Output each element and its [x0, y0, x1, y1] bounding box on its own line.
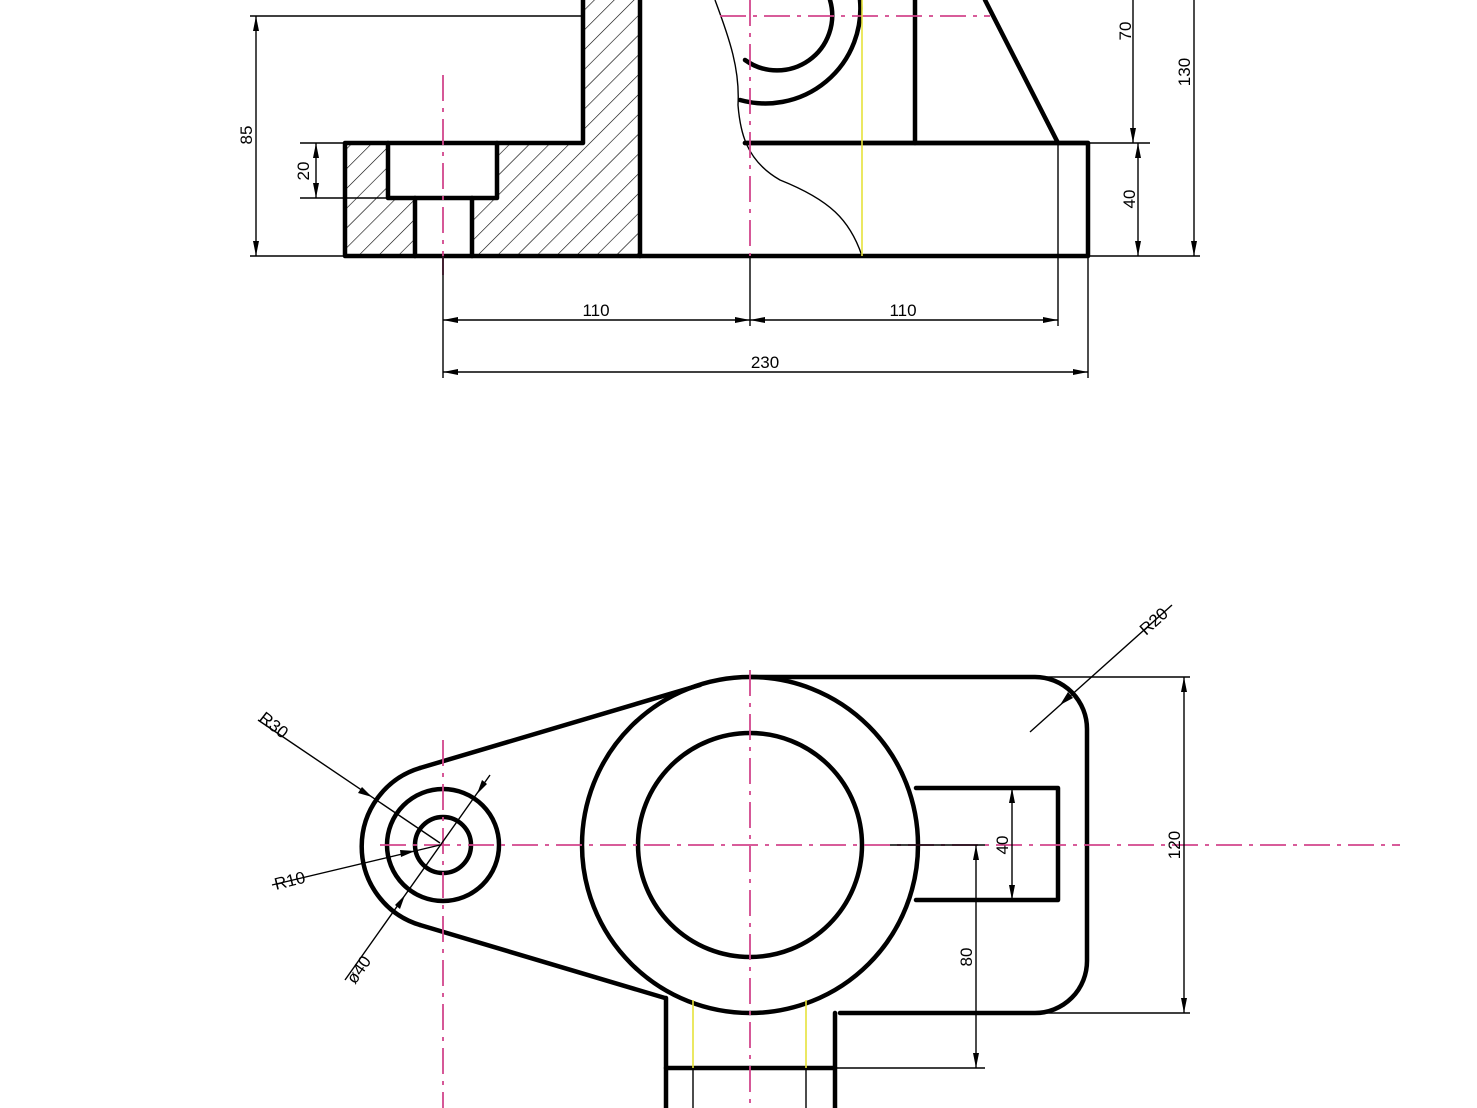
dim-110-right: 110	[889, 301, 916, 320]
dim-230: 230	[751, 353, 779, 372]
break-line	[714, 0, 863, 257]
top-view-outline	[359, 674, 1090, 1108]
dim-110-left: 110	[582, 301, 609, 320]
dim-80: 80	[957, 948, 976, 967]
front-dimension-texts: 110 110 230 85 20 70 130 40	[237, 22, 1194, 372]
dim-85: 85	[237, 126, 256, 145]
front-dimension-lines	[253, 0, 1197, 375]
top-dimension-lines	[257, 604, 1187, 1068]
top-view: R30 R10 ø40 R20 40 120 80	[256, 604, 1400, 1108]
dim-120: 120	[1165, 831, 1184, 859]
top-extension-lines	[835, 676, 1190, 1069]
front-view: 110 110 230 85 20 70 130 40	[237, 0, 1200, 378]
dim-130: 130	[1175, 58, 1194, 86]
dim-20: 20	[294, 162, 313, 181]
front-extension-lines	[250, 15, 1200, 378]
dim-40-slot: 40	[993, 836, 1012, 855]
dim-40-front: 40	[1120, 190, 1139, 209]
top-construction-lines	[692, 1000, 807, 1068]
dim-70: 70	[1116, 22, 1135, 41]
front-centerlines	[442, 0, 990, 275]
front-view-outline	[342, 0, 1091, 259]
top-dimension-texts: R30 R10 ø40 R20 40 120 80	[256, 604, 1184, 987]
dim-r30: R30	[256, 708, 292, 742]
dim-r10: R10	[272, 868, 307, 894]
dim-dia40: ø40	[343, 952, 375, 987]
section-hatching	[345, 0, 640, 256]
